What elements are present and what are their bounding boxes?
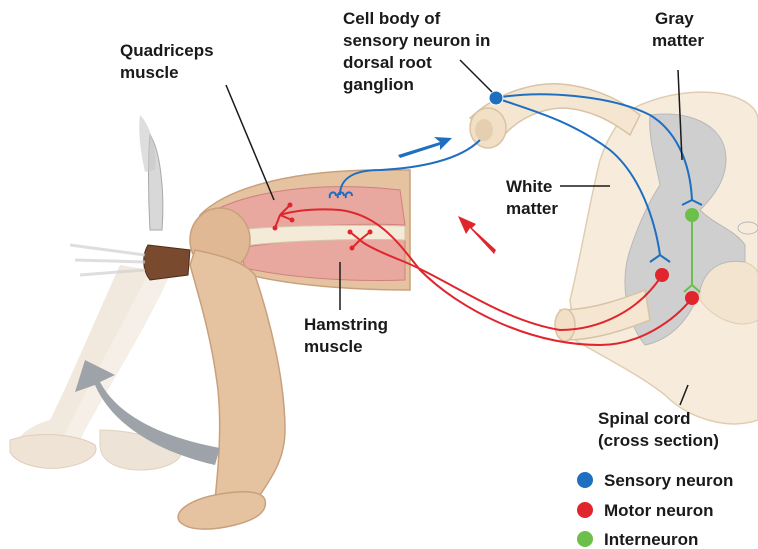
hamstring-label: Hamstring muscle [304,315,393,356]
foot [178,492,265,529]
legend-label-interneuron: Interneuron [604,530,698,549]
central-canal [738,222,758,234]
legend-item-motor: Motor neuron [577,501,714,520]
sensory-swatch [577,472,593,488]
interneuron-cell-body [685,208,699,222]
lower-leg [190,250,285,500]
legend-item-sensory: Sensory neuron [577,471,733,490]
legend-label-sensory: Sensory neuron [604,471,733,490]
motor-direction-arrow [458,216,496,254]
motor-cell-body-1 [655,268,669,282]
gray-matter-label: Gray matter [652,9,704,50]
sensory-direction-arrow [398,137,452,158]
reflex-hammer [70,115,190,280]
motor-swatch [577,502,593,518]
legend: Sensory neuron Motor neuron Interneuron [577,471,733,549]
legend-item-interneuron: Interneuron [577,530,698,549]
legend-label-motor: Motor neuron [604,501,714,520]
cell-body-label: Cell body of sensory neuron in dorsal ro… [343,9,495,94]
motor-cell-body-2 [685,291,699,305]
quadriceps-label: Quadriceps muscle [120,41,218,82]
interneuron-swatch [577,531,593,547]
white-matter-label: White matter [506,177,558,218]
